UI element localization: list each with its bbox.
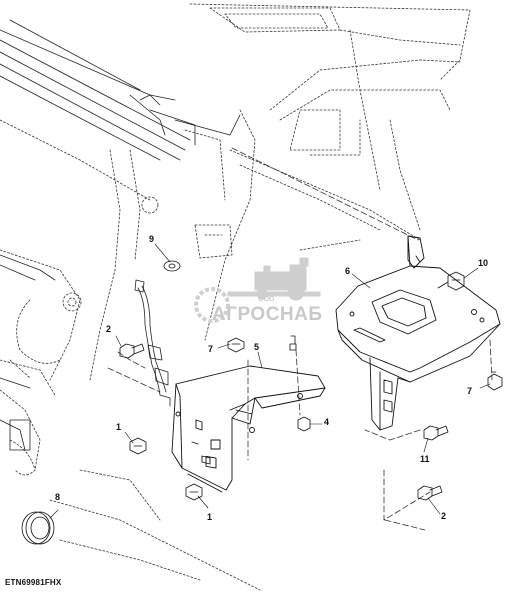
watermark-logo	[194, 257, 321, 323]
callout-2-left: 2	[106, 324, 111, 334]
callout-5: 5	[254, 342, 259, 352]
callout-1-lower: 1	[207, 512, 212, 522]
callout-7-right: 7	[467, 386, 472, 396]
machine-rails	[0, 19, 241, 451]
machine-frame-phantom	[0, 3, 471, 591]
bolt-item-10	[437, 271, 465, 291]
nut-item-1-lower	[185, 483, 203, 501]
clip-nut-item-7-small	[289, 335, 297, 351]
callout-1-upper: 1	[116, 422, 121, 432]
leader-lines	[49, 243, 491, 519]
callout-9: 9	[149, 234, 154, 244]
callout-2-right: 2	[441, 511, 446, 521]
clip-nut-item-7-right	[487, 371, 503, 391]
callout-8: 8	[55, 492, 60, 502]
callout-7-left: 7	[208, 344, 213, 354]
callout-10: 10	[478, 258, 488, 268]
grommet-item-8	[21, 511, 55, 545]
watermark-prefix: ООО	[258, 296, 275, 303]
wire-harness	[134, 279, 171, 407]
callout-11: 11	[420, 454, 430, 464]
figure-code: ETN69981FHX	[5, 578, 62, 587]
watermark-company-name: АГРОСНАБ	[212, 304, 323, 325]
washer-item-9	[163, 260, 181, 272]
bracket-5	[171, 365, 326, 493]
bolt-item-2-right	[417, 485, 443, 501]
tractor-gear-logo	[194, 257, 321, 323]
callouts: 1 1 2 2 4 5 6 7 7 8 9 10 11	[55, 234, 488, 522]
clip-nut-item-7-left	[227, 337, 245, 353]
bolt-item-11	[423, 425, 449, 441]
callout-6: 6	[345, 266, 350, 276]
assembly-lines	[107, 147, 493, 531]
nut-item-1-upper	[129, 437, 147, 455]
nut-item-4	[297, 416, 311, 432]
bracket-6	[335, 235, 501, 431]
bolt-item-2-left	[119, 343, 145, 359]
callout-4: 4	[324, 417, 329, 427]
